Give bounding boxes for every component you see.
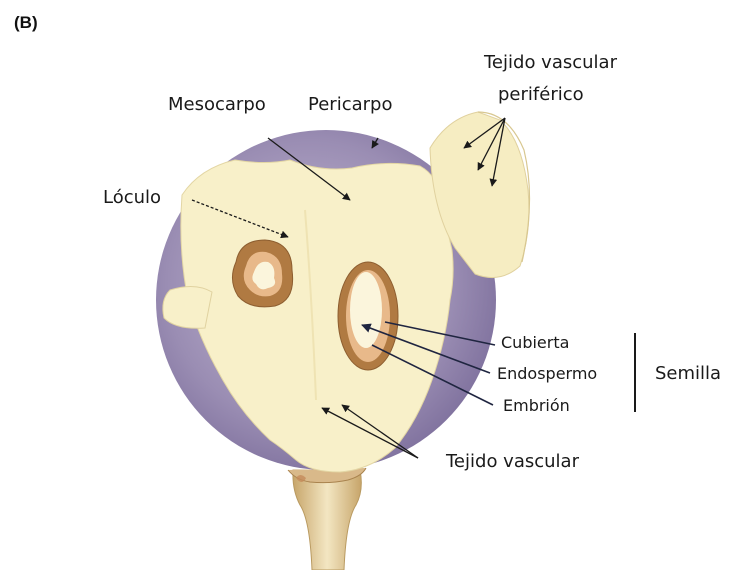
label-semilla: Semilla [655, 363, 721, 384]
embryo [350, 272, 382, 348]
panel-label: (B) [14, 13, 38, 32]
label-pericarpo: Pericarpo [308, 94, 392, 115]
label-endospermo: Endospermo [497, 364, 597, 383]
label-tejido-vascular-periferico-line1: Tejido vascular [483, 52, 618, 73]
left-flesh-bulge [163, 286, 212, 328]
label-loculo: Lóculo [103, 187, 161, 208]
label-tejido-vascular: Tejido vascular [445, 451, 580, 472]
left-locule [232, 240, 292, 307]
label-tejido-vascular-periferico-line2: periférico [498, 84, 584, 105]
stem [288, 468, 366, 570]
label-embrion: Embrión [503, 396, 570, 415]
label-cubierta: Cubierta [501, 333, 569, 352]
label-mesocarpo: Mesocarpo [168, 94, 266, 115]
